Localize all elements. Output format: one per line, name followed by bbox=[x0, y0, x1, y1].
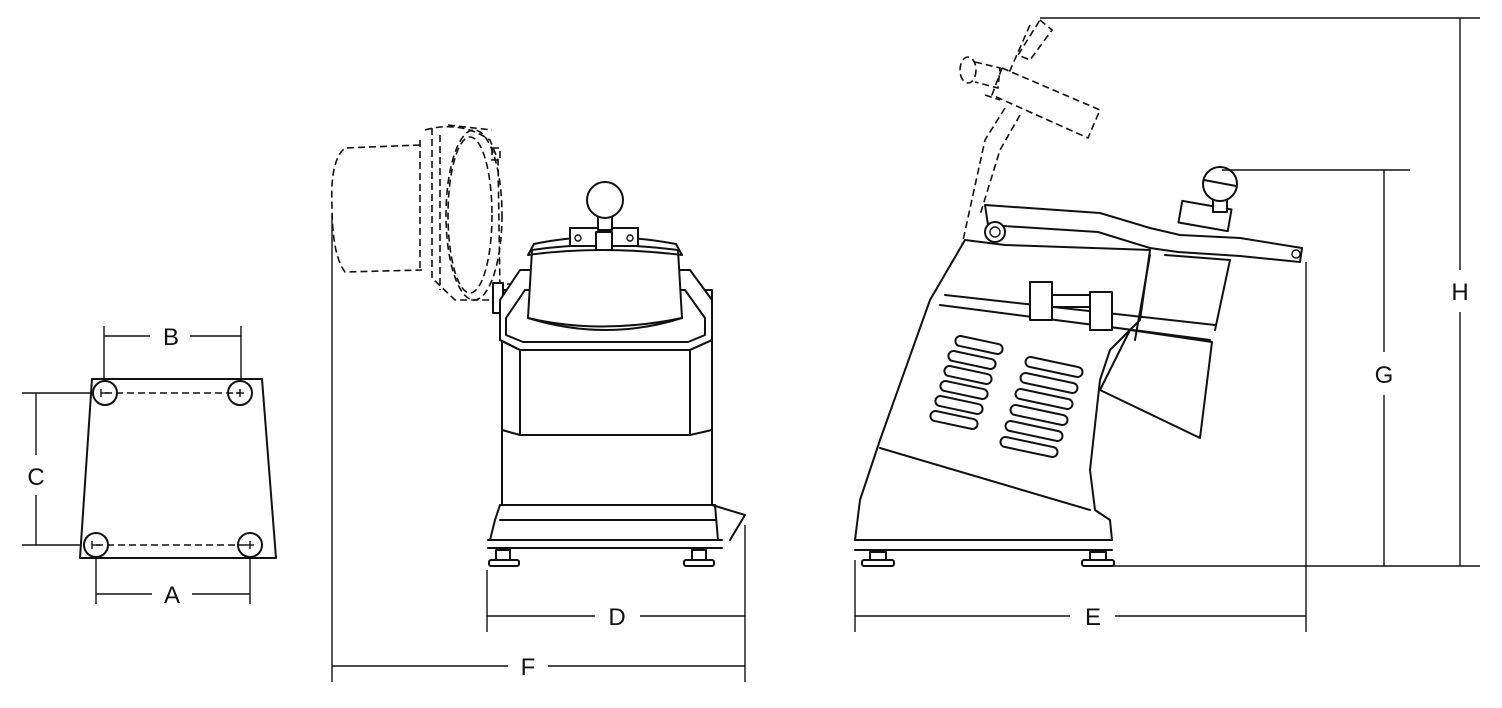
dimension-label-e: E bbox=[1085, 604, 1101, 631]
dimension-label-h: H bbox=[1451, 279, 1468, 306]
vent-slots bbox=[929, 335, 1084, 458]
mounting-hole bbox=[92, 380, 118, 406]
knob-icon bbox=[586, 181, 624, 219]
lid-open-ghost bbox=[330, 124, 511, 301]
dimension-b: B bbox=[103, 324, 242, 380]
dimension-g: G bbox=[1222, 169, 1410, 566]
pivot-icon bbox=[984, 221, 1006, 243]
dimension-label-a: A bbox=[164, 582, 180, 609]
mounting-hole bbox=[237, 532, 263, 558]
dimension-e: E bbox=[854, 262, 1307, 632]
dimension-c: C bbox=[22, 392, 92, 546]
dimension-h: H bbox=[1040, 17, 1480, 567]
dimension-f: F bbox=[331, 215, 745, 682]
footprint-view: B C A bbox=[22, 324, 277, 609]
dimension-label-d: D bbox=[608, 604, 625, 631]
lever-arm bbox=[984, 166, 1303, 263]
dimension-label-b: B bbox=[163, 324, 179, 351]
mounting-hole bbox=[227, 380, 253, 406]
mounting-hole bbox=[83, 532, 109, 558]
lever-raised-ghost bbox=[959, 18, 1102, 246]
side-view: E G H bbox=[854, 17, 1480, 632]
dimension-d: D bbox=[486, 525, 746, 682]
dimension-label-g: G bbox=[1375, 362, 1394, 389]
dimension-label-f: F bbox=[521, 654, 536, 681]
machine-body bbox=[854, 239, 1231, 567]
lid bbox=[527, 181, 683, 331]
dimension-a: A bbox=[95, 558, 251, 609]
front-view: D F bbox=[330, 124, 746, 682]
dimension-label-c: C bbox=[27, 464, 44, 491]
